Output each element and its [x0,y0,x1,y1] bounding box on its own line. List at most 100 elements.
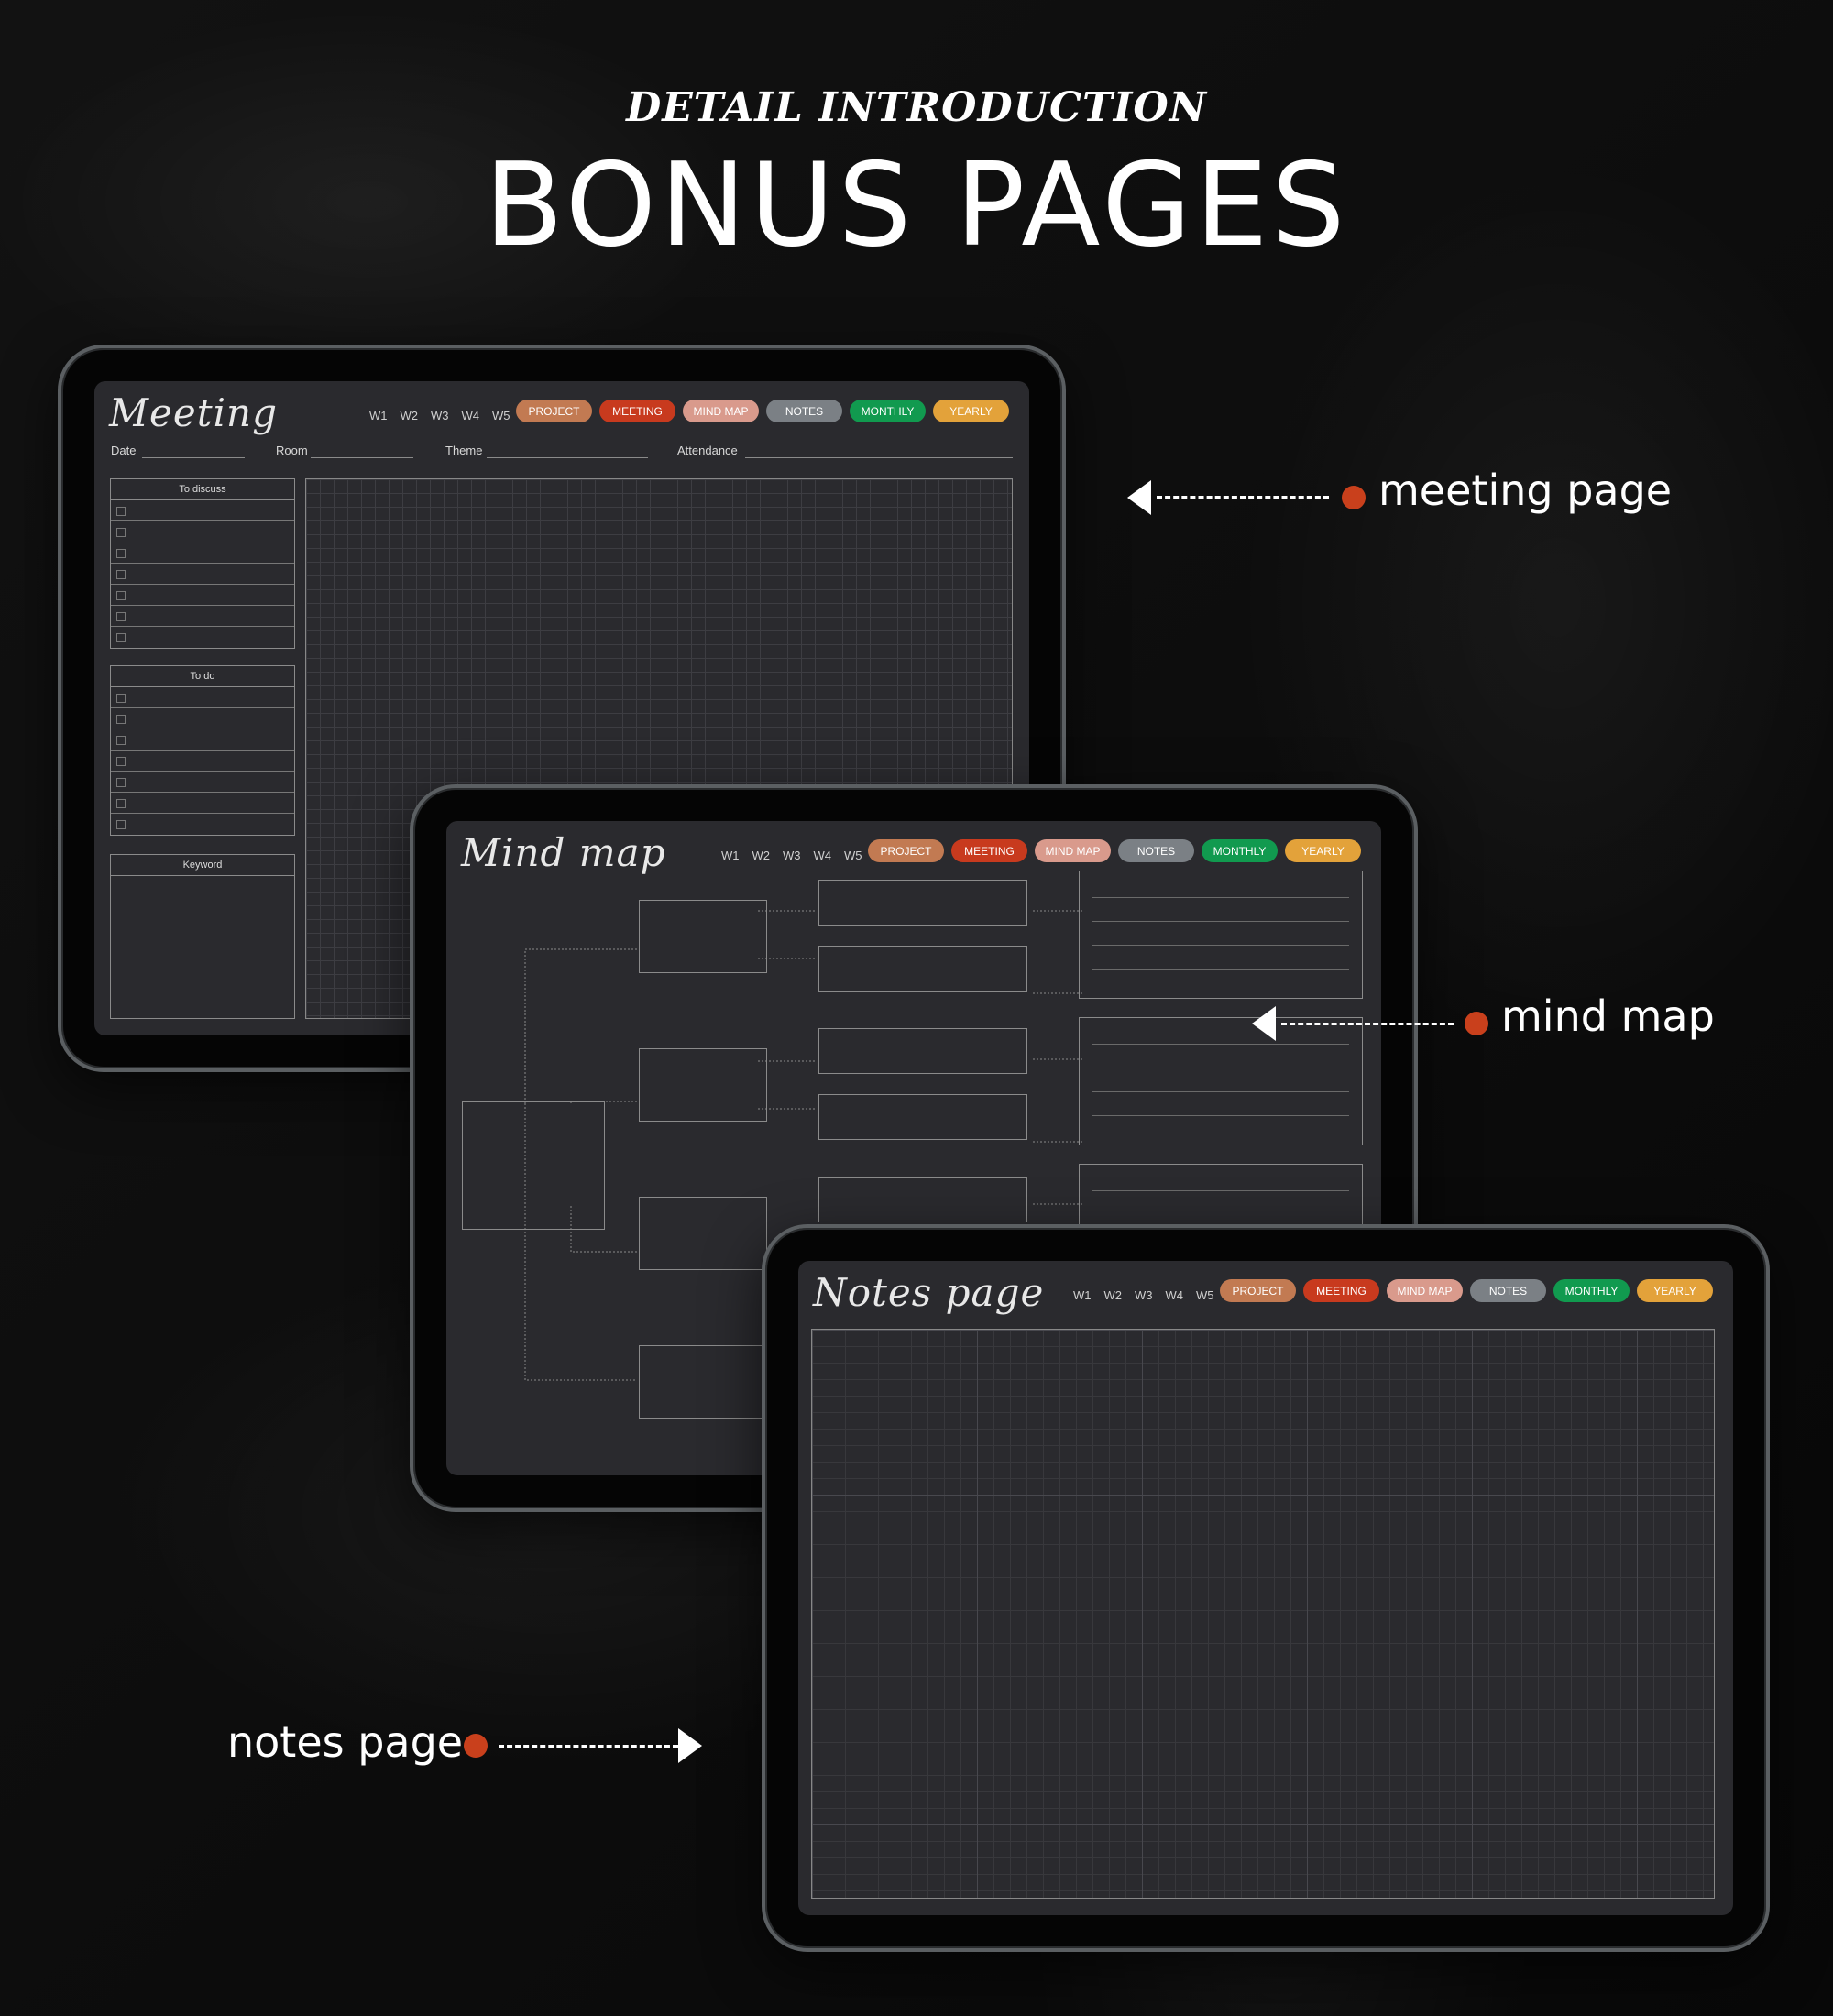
week-link[interactable]: W4 [461,409,480,422]
tab-notes[interactable]: NOTES [1470,1279,1546,1302]
week-nav: W1 W2 W3 W4 W5 [719,849,864,862]
branch-box[interactable] [639,1197,767,1270]
week-link[interactable]: W1 [1073,1288,1092,1302]
tab-project[interactable]: PROJECT [516,400,592,422]
tab-meeting[interactable]: MEETING [1303,1279,1379,1302]
tab-monthly[interactable]: MONTHLY [1202,839,1278,862]
sub-branch-box[interactable] [818,1094,1027,1140]
to-do-box: To do [110,665,295,836]
mind-map-label: mind map [1501,992,1715,1041]
notes-screen: Notes page W1 W2 W3 W4 W5 PROJECT MEETIN… [798,1261,1733,1915]
tab-yearly[interactable]: YEARLY [933,400,1009,422]
tab-bar: PROJECT MEETING MIND MAP NOTES MONTHLY Y… [1220,1279,1713,1302]
week-link[interactable]: W3 [431,409,449,422]
week-link[interactable]: W4 [813,849,832,862]
mindmap-callout-dot [1465,1012,1488,1035]
date-label: Date [111,444,137,457]
meeting-callout-line [1157,496,1329,499]
room-label: Room [276,444,308,457]
checkbox-row[interactable] [111,729,294,751]
week-link[interactable]: W2 [400,409,419,422]
theme-label: Theme [445,444,483,457]
checkbox-row[interactable] [111,708,294,729]
page-title: Mind map [461,830,666,875]
arrow-left-icon [1127,480,1151,515]
meeting-page-label: meeting page [1378,466,1673,515]
subtitle: DETAIL INTRODUCTION [626,84,1207,131]
tab-yearly[interactable]: YEARLY [1285,839,1361,862]
page-title: Meeting [109,390,278,435]
sub-branch-box[interactable] [818,946,1027,992]
sub-branch-box[interactable] [818,880,1027,926]
tab-project[interactable]: PROJECT [1220,1279,1296,1302]
tab-mind-map[interactable]: MIND MAP [1387,1279,1463,1302]
week-link[interactable]: W1 [369,409,388,422]
notes-callout-dot [464,1734,488,1758]
tab-yearly[interactable]: YEARLY [1637,1279,1713,1302]
week-link[interactable]: W1 [721,849,740,862]
checkbox-row[interactable] [111,772,294,793]
branch-box[interactable] [639,1048,767,1122]
week-link[interactable]: W2 [1103,1288,1123,1302]
mindmap-callout-line [1281,1023,1454,1025]
tab-meeting[interactable]: MEETING [599,400,675,422]
to-discuss-heading: To discuss [111,479,294,500]
meeting-callout-dot [1342,486,1366,509]
attendance-label: Attendance [677,444,738,457]
central-topic-box[interactable] [462,1101,605,1230]
arrow-right-icon [678,1728,702,1763]
week-link[interactable]: W3 [783,849,801,862]
checkbox-row[interactable] [111,793,294,814]
sub-branch-box[interactable] [818,1177,1027,1222]
keyword-box[interactable]: Keyword [110,854,295,1019]
theme-field[interactable] [487,457,648,458]
tab-mind-map[interactable]: MIND MAP [683,400,759,422]
week-link[interactable]: W3 [1135,1288,1153,1302]
tab-bar: PROJECT MEETING MIND MAP NOTES MONTHLY Y… [868,839,1361,862]
tab-notes[interactable]: NOTES [766,400,842,422]
checkbox-row[interactable] [111,564,294,585]
week-link[interactable]: W2 [752,849,771,862]
tab-monthly[interactable]: MONTHLY [850,400,926,422]
branch-box[interactable] [639,1345,767,1419]
attendance-field[interactable] [745,457,1013,458]
week-link[interactable]: W4 [1165,1288,1184,1302]
mindmap-connectors [524,910,1082,1381]
checkbox-row[interactable] [111,500,294,521]
to-discuss-box: To discuss [110,478,295,649]
checkbox-row[interactable] [111,542,294,564]
week-link[interactable]: W5 [844,849,862,862]
tab-meeting[interactable]: MEETING [951,839,1027,862]
week-nav: W1 W2 W3 W4 W5 [368,409,512,422]
notes-box[interactable] [1079,1017,1363,1145]
notes-page-label: notes page [227,1717,464,1767]
checkbox-row[interactable] [111,814,294,834]
notes-grid-area[interactable] [811,1329,1715,1899]
date-field[interactable] [142,457,245,458]
notes-callout-line [499,1745,678,1748]
checkbox-row[interactable] [111,585,294,606]
tab-bar: PROJECT MEETING MIND MAP NOTES MONTHLY Y… [516,400,1009,422]
tab-notes[interactable]: NOTES [1118,839,1194,862]
checkbox-row[interactable] [111,627,294,647]
tab-monthly[interactable]: MONTHLY [1553,1279,1630,1302]
tab-project[interactable]: PROJECT [868,839,944,862]
checkbox-row[interactable] [111,687,294,708]
checkbox-row[interactable] [111,751,294,772]
week-link[interactable]: W5 [1196,1288,1214,1302]
week-nav: W1 W2 W3 W4 W5 [1071,1288,1216,1302]
main-title: BONUS PAGES [484,137,1349,272]
keyword-heading: Keyword [111,855,294,876]
page-title: Notes page [813,1270,1045,1315]
room-field[interactable] [311,457,413,458]
branch-box[interactable] [639,900,767,973]
notes-box[interactable] [1079,871,1363,999]
checkbox-row[interactable] [111,521,294,542]
to-do-heading: To do [111,666,294,687]
checkbox-row[interactable] [111,606,294,627]
arrow-left-icon [1252,1006,1276,1041]
tab-mind-map[interactable]: MIND MAP [1035,839,1111,862]
sub-branch-box[interactable] [818,1028,1027,1074]
notes-tablet: Notes page W1 W2 W3 W4 W5 PROJECT MEETIN… [762,1224,1770,1952]
week-link[interactable]: W5 [492,409,510,422]
